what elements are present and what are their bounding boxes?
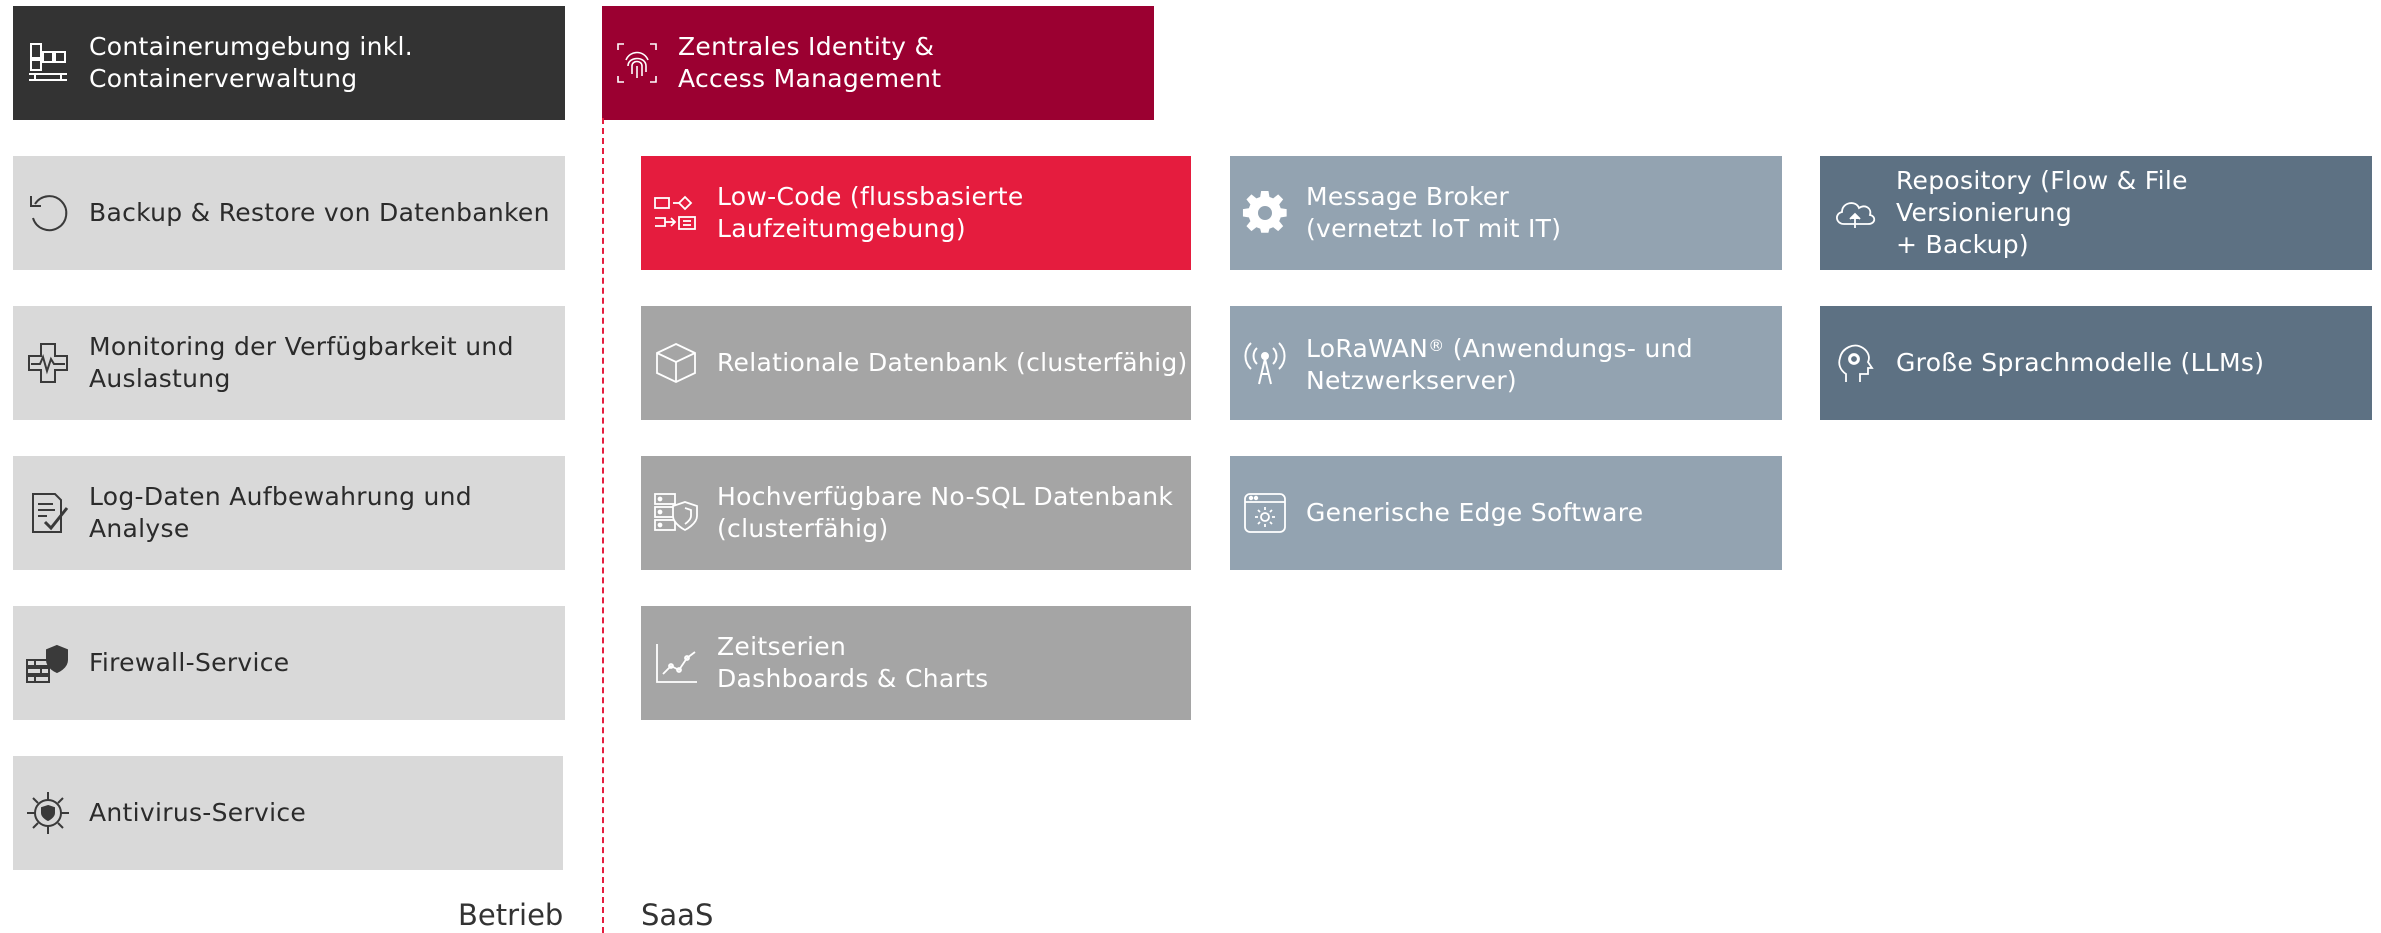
repository-line1: Repository (Flow & File Versionierung <box>1896 166 2188 227</box>
database-shield-icon <box>653 490 699 536</box>
lorawan-name: LoRaWAN <box>1306 333 1429 363</box>
container-stack-icon <box>25 40 71 86</box>
registered-mark: ® <box>1428 335 1445 355</box>
low-code-line2: Laufzeitumgebung) <box>717 214 966 243</box>
nosql-db-line1: Hochverfügbare No-SQL Datenbank <box>717 482 1174 511</box>
flow-icon <box>653 190 699 236</box>
iam-line2: Access Management <box>678 64 942 93</box>
message-broker-box: Message Broker (vernetzt IoT mit IT) <box>1230 156 1782 270</box>
timeseries-line2: Dashboards & Charts <box>717 664 989 693</box>
betrieb-saas-divider <box>602 118 604 933</box>
edge-software-box: Generische Edge Software <box>1230 456 1782 570</box>
monitoring-icon <box>25 340 71 386</box>
antivirus-box: Antivirus-Service <box>13 756 563 870</box>
ai-head-icon <box>1832 340 1878 386</box>
antenna-icon <box>1242 340 1288 386</box>
iam-box: Zentrales Identity & Access Management <box>602 6 1154 120</box>
nosql-db-line2: (clusterfähig) <box>717 514 889 543</box>
cloud-upload-icon <box>1832 190 1878 236</box>
saas-label: SaaS <box>641 898 714 932</box>
message-broker-line1: Message Broker <box>1306 182 1510 211</box>
backup-restore-icon <box>25 190 71 236</box>
antivirus-label: Antivirus-Service <box>89 798 307 827</box>
llm-box: Große Sprachmodelle (LLMs) <box>1820 306 2372 420</box>
timeseries-chart-icon <box>653 640 699 686</box>
repository-line2: + Backup) <box>1896 230 2029 259</box>
lorawan-line1: LoRaWAN® (Anwendungs- und <box>1306 330 1693 365</box>
container-env-line2: Containerverwaltung <box>89 64 358 93</box>
iam-line1: Zentrales Identity & <box>678 32 935 61</box>
low-code-line1: Low-Code (flussbasierte <box>717 182 1024 211</box>
betrieb-label: Betrieb <box>458 898 564 932</box>
repository-box: Repository (Flow & File Versionierung + … <box>1820 156 2372 270</box>
log-data-label: Log-Daten Aufbewahrung und Analyse <box>89 482 472 543</box>
edge-window-icon <box>1242 490 1288 536</box>
container-env-line1: Containerumgebung inkl. <box>89 32 414 61</box>
firewall-box: Firewall-Service <box>13 606 565 720</box>
container-environment-box: Containerumgebung inkl. Containerverwalt… <box>13 6 565 120</box>
fingerprint-icon <box>614 40 660 86</box>
firewall-shield-icon <box>25 640 71 686</box>
antivirus-icon <box>25 790 71 836</box>
cube-icon <box>653 340 699 386</box>
timeseries-line1: Zeitserien <box>717 632 847 661</box>
backup-restore-box: Backup & Restore von Datenbanken <box>13 156 565 270</box>
relational-db-label: Relationale Datenbank (clusterfähig) <box>717 348 1188 377</box>
low-code-box: Low-Code (flussbasierte Laufzeitumgebung… <box>641 156 1191 270</box>
relational-db-box: Relationale Datenbank (clusterfähig) <box>641 306 1191 420</box>
nosql-db-box: Hochverfügbare No-SQL Datenbank (cluster… <box>641 456 1191 570</box>
lorawan-box: LoRaWAN® (Anwendungs- und Netzwerkserver… <box>1230 306 1782 420</box>
monitoring-box: Monitoring der Verfügbarkeit und Auslast… <box>13 306 565 420</box>
edge-software-label: Generische Edge Software <box>1306 498 1644 527</box>
gear-icon <box>1242 190 1288 236</box>
timeseries-box: Zeitserien Dashboards & Charts <box>641 606 1191 720</box>
lorawan-line2: Netzwerkserver) <box>1306 365 1517 395</box>
log-document-icon <box>25 490 71 536</box>
llm-label: Große Sprachmodelle (LLMs) <box>1896 348 2265 377</box>
monitoring-line1: Monitoring der Verfügbarkeit und <box>89 332 514 361</box>
monitoring-line2: Auslastung <box>89 364 231 393</box>
backup-restore-label: Backup & Restore von Datenbanken <box>89 198 550 227</box>
lorawan-line1-rest: (Anwendungs- und <box>1444 333 1693 363</box>
firewall-label: Firewall-Service <box>89 648 290 677</box>
message-broker-line2: (vernetzt IoT mit IT) <box>1306 214 1562 243</box>
log-data-box: Log-Daten Aufbewahrung und Analyse <box>13 456 565 570</box>
